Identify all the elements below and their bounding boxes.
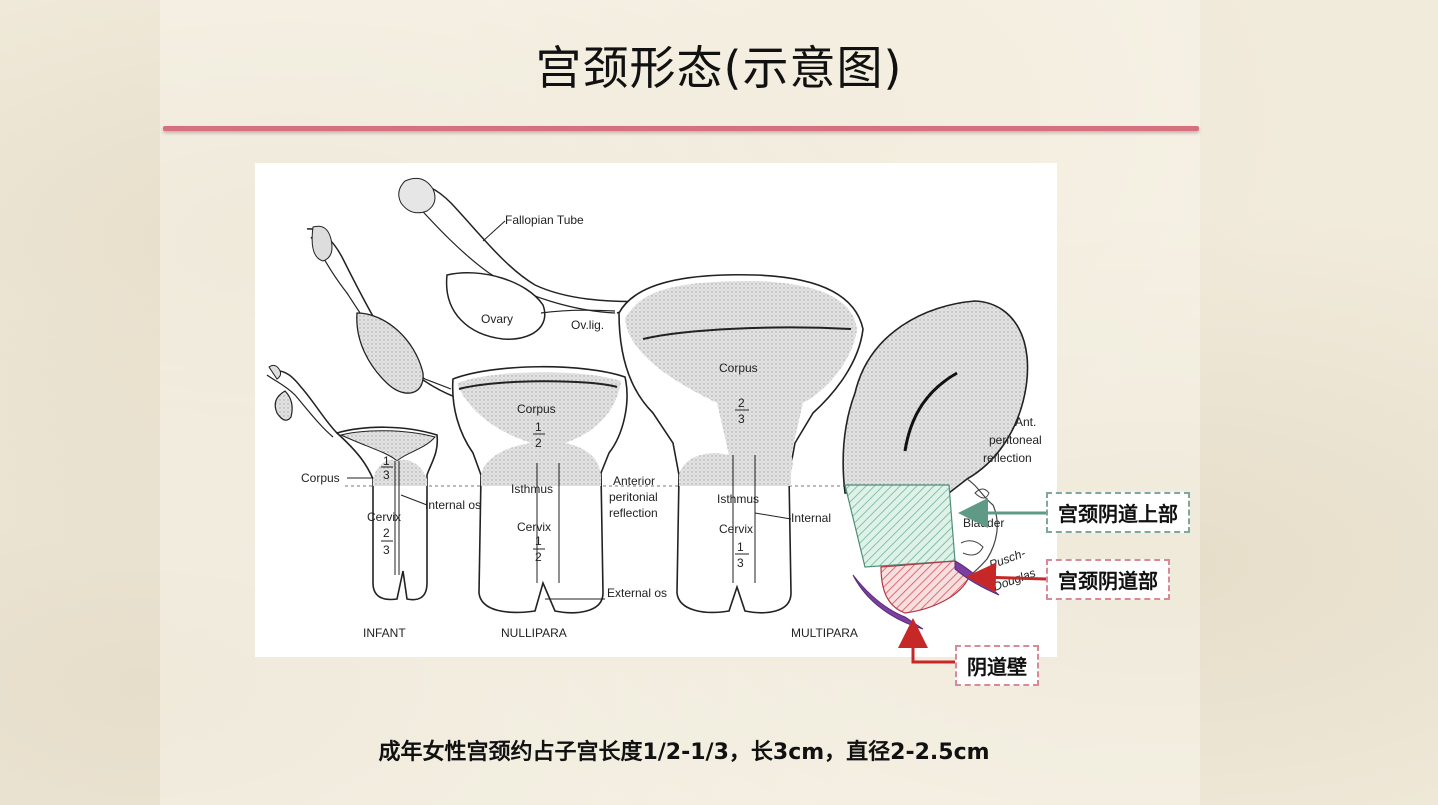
title-divider — [163, 126, 1199, 131]
label-three: 3 — [383, 543, 390, 557]
label-multipara: MULTIPARA — [791, 626, 858, 640]
supravaginal-region — [845, 485, 955, 567]
label-bladder: Bladder — [963, 516, 1004, 530]
label-two: 2 — [738, 396, 745, 410]
label-anterior: Anterior — [613, 474, 655, 488]
infant-uterus — [267, 365, 437, 599]
cervix-diagram: Corpus 1 3 Cervix 2 3 Internal os INFANT… — [255, 163, 1057, 657]
label-three: 3 — [383, 468, 390, 482]
label-two: 2 — [535, 436, 542, 450]
label-douglas: Douglas — [991, 566, 1037, 594]
label-ant: Ant. — [1015, 415, 1036, 429]
label-cervix-infant: Cervix — [367, 510, 401, 524]
label-two: 2 — [383, 526, 390, 540]
label-corpus-infant: Corpus — [301, 471, 340, 485]
label-reflection-2: reflection — [983, 451, 1032, 465]
label-two: 2 — [535, 550, 542, 564]
callout-vaginal-wall: 阴道壁 — [955, 645, 1039, 686]
label-peritonial: peritonial — [609, 490, 658, 504]
callout-vaginal: 宫颈阴道部 — [1046, 559, 1170, 600]
label-three: 3 — [737, 556, 744, 570]
label-one: 1 — [737, 540, 744, 554]
label-one: 1 — [535, 534, 542, 548]
label-one: 1 — [383, 454, 390, 468]
slide-title: 宫颈形态(示意图) — [0, 32, 1438, 98]
label-reflection: reflection — [609, 506, 658, 520]
label-infant: INFANT — [363, 626, 406, 640]
label-internal-os: Internal os — [425, 498, 481, 512]
label-corpus-multipara: Corpus — [719, 361, 758, 375]
label-external-os: External os — [607, 586, 667, 600]
label-ovary: Ovary — [481, 312, 513, 326]
label-three: 3 — [738, 412, 745, 426]
label-fallopian-tube: Fallopian Tube — [505, 213, 584, 227]
callout-supravaginal: 宫颈阴道上部 — [1046, 492, 1190, 533]
label-peritoneal: peritoneal — [989, 433, 1042, 447]
label-isthmus-multipara: Isthmus — [717, 492, 759, 506]
label-corpus-nullipara: Corpus — [517, 402, 556, 416]
label-one: 1 — [535, 420, 542, 434]
label-nullipara: NULLIPARA — [501, 626, 567, 640]
slide-caption: 成年女性宫颈约占子宫长度1/2-1/3，长3cm，直径2-2.5cm — [0, 734, 1368, 766]
diagram-svg: Corpus 1 3 Cervix 2 3 Internal os INFANT… — [255, 163, 1057, 657]
label-isthmus-nullipara: Isthmus — [511, 482, 553, 496]
label-cervix-nullipara: Cervix — [517, 520, 551, 534]
label-ov-lig: Ov.lig. — [571, 318, 604, 332]
label-cervix-multipara: Cervix — [719, 522, 753, 536]
fallopian-tube-ovary — [399, 178, 655, 339]
label-internal-truncated: Internal — [791, 511, 831, 525]
label-pusch: Pusch- — [987, 546, 1027, 572]
